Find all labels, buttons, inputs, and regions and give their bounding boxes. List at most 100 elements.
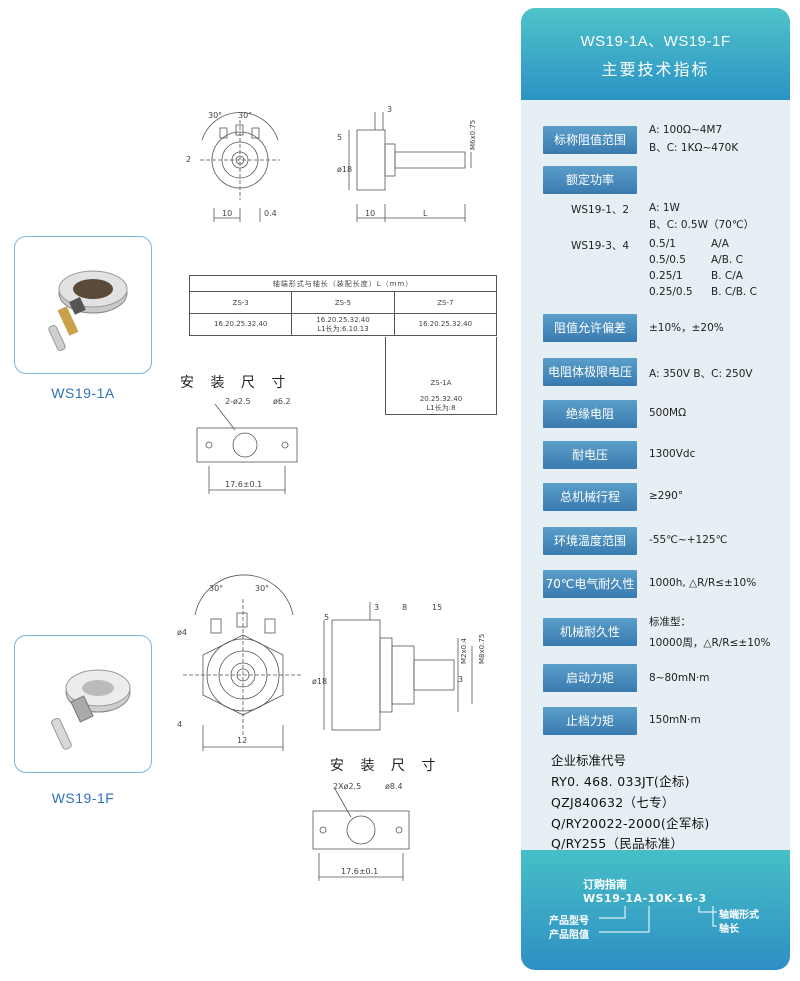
shaft-len-zs3: 16.20.25.32.40 (188, 313, 293, 336)
dim-w10b: 10 (365, 209, 375, 218)
dim-d: 2 (186, 155, 191, 164)
panel-header: WS19-1A、WS19-1F 主要技术指标 (521, 8, 790, 100)
spec-label-insulation: 绝缘电阻 (543, 400, 637, 428)
spec-val-mechanical-endurance-1: 标准型： (649, 616, 691, 628)
spec-val-tolerance: ±10%，±20% (649, 322, 724, 334)
shaft-type-table: 轴端形式与轴长（装配长度）L（mm） ZS-3 ZS-5 ZS-7 16.20.… (188, 275, 498, 336)
shaft-code-zs3: ZS-3 (188, 291, 293, 314)
front-view-drawing-a: 30° 30° 2 10 0.4 (186, 111, 280, 222)
dim-h3b-f: 3 (458, 675, 463, 684)
spec-panel: WS19-1A、WS19-1F 主要技术指标 标称阻值范围 A: 100Ω~4M… (521, 8, 790, 970)
install-dia-f: ø8.4 (385, 782, 403, 791)
install-title-a: 安 装 尺 寸 (180, 375, 292, 391)
dim-w10: 10 (222, 209, 232, 218)
dim-h15-f: 15 (432, 603, 442, 612)
dim-h5-f: 5 (324, 613, 329, 622)
side-view-drawing-f: 5 3 8 15 ø18 3 M2x0.4 M8x0.75 (312, 602, 486, 731)
shaft-len-zs1a-extra: L1长为:8 (426, 404, 456, 412)
standards-title: 企业标准代号 (551, 753, 627, 768)
order-guide-connectors (599, 906, 717, 933)
spec-val-withstand-voltage: 1300Vdc (649, 448, 696, 460)
install-title-f: 安 装 尺 寸 (330, 758, 442, 774)
photo-card-ws19-1f (14, 635, 152, 773)
power-type-3: B. C/A (711, 270, 743, 282)
spec-val-insulation: 500MΩ (649, 407, 687, 419)
dim-w04: 0.4 (264, 209, 277, 218)
order-guide-box: 订购指南 WS19-1A-10K-16-3 产品型号 产品阻值 轴端形式 轴长 (521, 850, 790, 970)
shaft-code-zs1a: ZS-1A (430, 379, 452, 387)
power-model-1: WS19-1、2 (571, 204, 630, 216)
dim-h8-f: 8 (402, 603, 407, 612)
shaft-len-zs5-extra: L1长为:6.10.13 (317, 324, 369, 333)
photo-card-ws19-1a (14, 236, 152, 374)
dim-angle-left: 30° (208, 111, 222, 120)
dim-h3: 3 (387, 105, 392, 114)
potentiometer-image-a (48, 270, 128, 351)
spec-label-tolerance: 阻值允许偏差 (543, 314, 637, 342)
spec-label-temperature: 环境温度范围 (543, 527, 637, 555)
dim-w4-f: 4 (177, 720, 182, 729)
order-guide-title: 订购指南 (583, 878, 627, 891)
dim-h5: 5 (337, 133, 342, 142)
spec-val-resistance-a: A: 100Ω~4M7 (649, 124, 723, 136)
dim-m6: M6x0.75 (469, 120, 477, 150)
shaft-code-zs5: ZS-5 (291, 291, 395, 314)
order-label-model: 产品型号 (549, 916, 589, 927)
dim-angle-right: 30° (238, 111, 252, 120)
install-drawing-a: 2-ø2.5 ø6.2 17.6±0.1 (196, 397, 298, 494)
shaft-len-zs5: 16.20.25.32.40 L1长为:6.10.13 (291, 313, 395, 336)
panel-title-models: WS19-1A、WS19-1F (580, 33, 731, 50)
dim-m2-f: M2x0.4 (460, 638, 468, 664)
install-dia-a: ø6.2 (273, 397, 291, 406)
power-type-1: A/A (711, 238, 729, 250)
shaft-extra-cell: ZS-1A 20.25.32.40 L1长为:8 (385, 337, 497, 415)
spec-label-resistance-range: 标称阻值范围 (543, 126, 637, 154)
spec-label-electrical-endurance: 70℃电气耐久性 (543, 570, 637, 598)
standard-line-2: QZJ840632（七专） (551, 795, 675, 810)
power-type-2: A/B. C (711, 254, 743, 266)
order-label-resistance: 产品阻值 (549, 930, 589, 941)
dim-angle-right-f: 30° (255, 584, 269, 593)
shaft-table-header: 轴端形式与轴长（装配长度）L（mm） (189, 275, 497, 292)
dim-dia18: ø18 (337, 165, 352, 174)
order-label-shaft: 轴端形式 (719, 910, 759, 921)
spec-label-withstand-voltage: 耐电压 (543, 441, 637, 469)
standard-line-1: RY0. 468. 033JT(企标) (551, 774, 690, 789)
dim-h3-f: 3 (374, 603, 379, 612)
install-drawing-f: 2Xø2.5 ø8.4 17.6±0.1 (312, 782, 410, 881)
power-model-2: WS19-3、4 (571, 240, 630, 252)
install-holes-f: 2Xø2.5 (333, 782, 361, 791)
spec-label-rated-power: 额定功率 (543, 166, 637, 194)
power-ratio-4: 0.25/0.5 (649, 286, 693, 298)
order-label-length: 轴长 (719, 924, 739, 935)
spec-label-stop-torque: 止档力矩 (543, 707, 637, 735)
power-ratio-2: 0.5/0.5 (649, 254, 686, 266)
dim-l: L (423, 209, 428, 218)
shaft-code-zs7: ZS-7 (393, 291, 498, 314)
spec-val-resistance-bc: B、C: 1KΩ~470K (649, 142, 739, 154)
panel-title: 主要技术指标 (601, 60, 710, 79)
model-label-ws19-1a: WS19-1A (51, 385, 115, 401)
power-val-1a: A: 1W (649, 202, 680, 214)
spec-val-starting-torque: 8~80mN·m (649, 672, 710, 684)
order-guide-code: WS19-1A-10K-16-3 (583, 892, 707, 905)
potentiometer-image-f (51, 669, 131, 750)
dim-angle-left-f: 30° (209, 584, 223, 593)
install-holes-a: 2-ø2.5 (225, 397, 251, 406)
spec-val-electrical-endurance: 1000h, △R/R≤±10% (649, 577, 757, 589)
standard-line-4: Q/RY255（民品标准） (551, 836, 684, 851)
dim-m8-f: M8x0.75 (478, 634, 486, 664)
shaft-len-zs1a: 20.25.32.40 (419, 395, 463, 403)
power-type-4: B. C/B. C (711, 286, 757, 298)
dim-w12-f: 12 (237, 736, 247, 745)
model-label-ws19-1f: WS19-1F (51, 790, 115, 806)
power-ratio-3: 0.25/1 (649, 270, 683, 282)
spec-val-mechanical-endurance-2: 10000周，△R/R≤±10% (649, 637, 771, 649)
shaft-len-zs5-values: 16.20.25.32.40 (316, 315, 370, 324)
spec-val-travel: ≥290° (649, 490, 684, 502)
spec-label-starting-torque: 启动力矩 (543, 664, 637, 692)
shaft-len-zs7: 16.20.25.32.40 (393, 313, 498, 336)
power-ratio-1: 0.5/1 (649, 238, 676, 250)
spec-val-temperature: -55℃~+125℃ (649, 534, 728, 546)
spec-val-stop-torque: 150mN·m (649, 714, 701, 726)
